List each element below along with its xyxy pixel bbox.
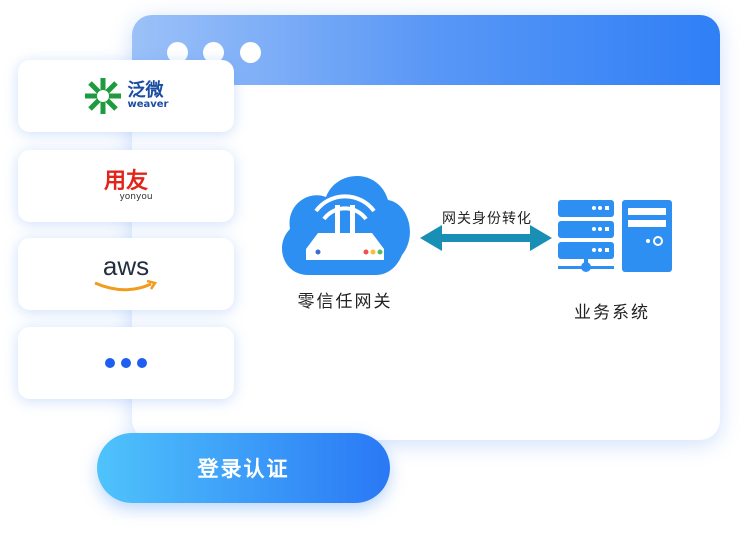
aws-smile-icon [94, 279, 158, 292]
partner-card-more[interactable] [18, 327, 234, 399]
partner-card-aws[interactable]: aws [18, 238, 234, 310]
yonyou-name: 用友 [103, 168, 148, 194]
weaver-sub: weaver [127, 99, 169, 110]
weaver-name: 泛微 [127, 80, 164, 101]
window-dot [167, 42, 188, 63]
window-dot [240, 42, 261, 63]
login-auth-button[interactable]: 登录认证 [97, 433, 390, 503]
window-dot [203, 42, 224, 63]
bidirectional-arrow-icon [420, 225, 552, 251]
yonyou-sub: yonyou [119, 191, 153, 202]
weaver-logo-icon [85, 78, 122, 114]
cloud-router-icon [281, 176, 410, 275]
aws-name: aws [102, 251, 150, 281]
more-dots-icon [105, 358, 147, 368]
partner-card-weaver[interactable]: 泛微 weaver [18, 60, 234, 132]
arrow-label: 网关身份转化 [442, 211, 532, 227]
gateway-label: 零信任网关 [297, 292, 393, 312]
server-icon [558, 200, 672, 272]
partner-card-yonyou[interactable]: 用友 yonyou [18, 150, 234, 222]
system-label: 业务系统 [574, 303, 650, 323]
